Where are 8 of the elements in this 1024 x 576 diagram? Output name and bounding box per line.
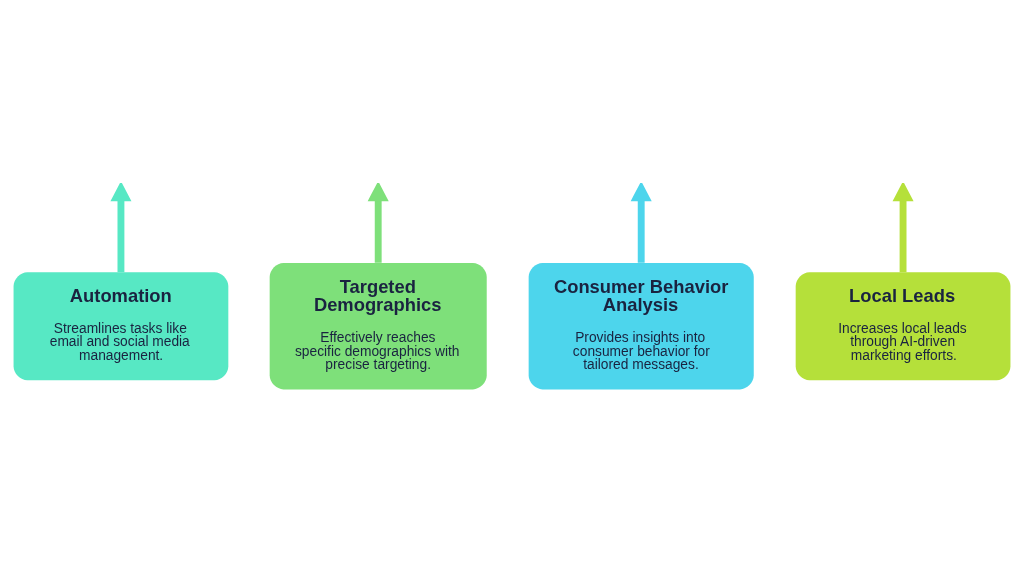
node-box: Automation Streamlines tasks like email and social media management. <box>13 271 229 380</box>
node-box: Local Leads Increases local leads through AI-driven marketing efforts. <box>795 271 1011 380</box>
node-box: Targeted Demographics Effectively reaches specific demographics with precise targeting. <box>269 262 487 389</box>
arrow <box>630 182 652 263</box>
node-box: Consumer Behavior Analysis Provides insights into consumer behavior for tailored messages. <box>528 262 754 389</box>
arrow <box>367 182 389 263</box>
arrow <box>892 182 914 272</box>
arrow <box>110 182 132 272</box>
